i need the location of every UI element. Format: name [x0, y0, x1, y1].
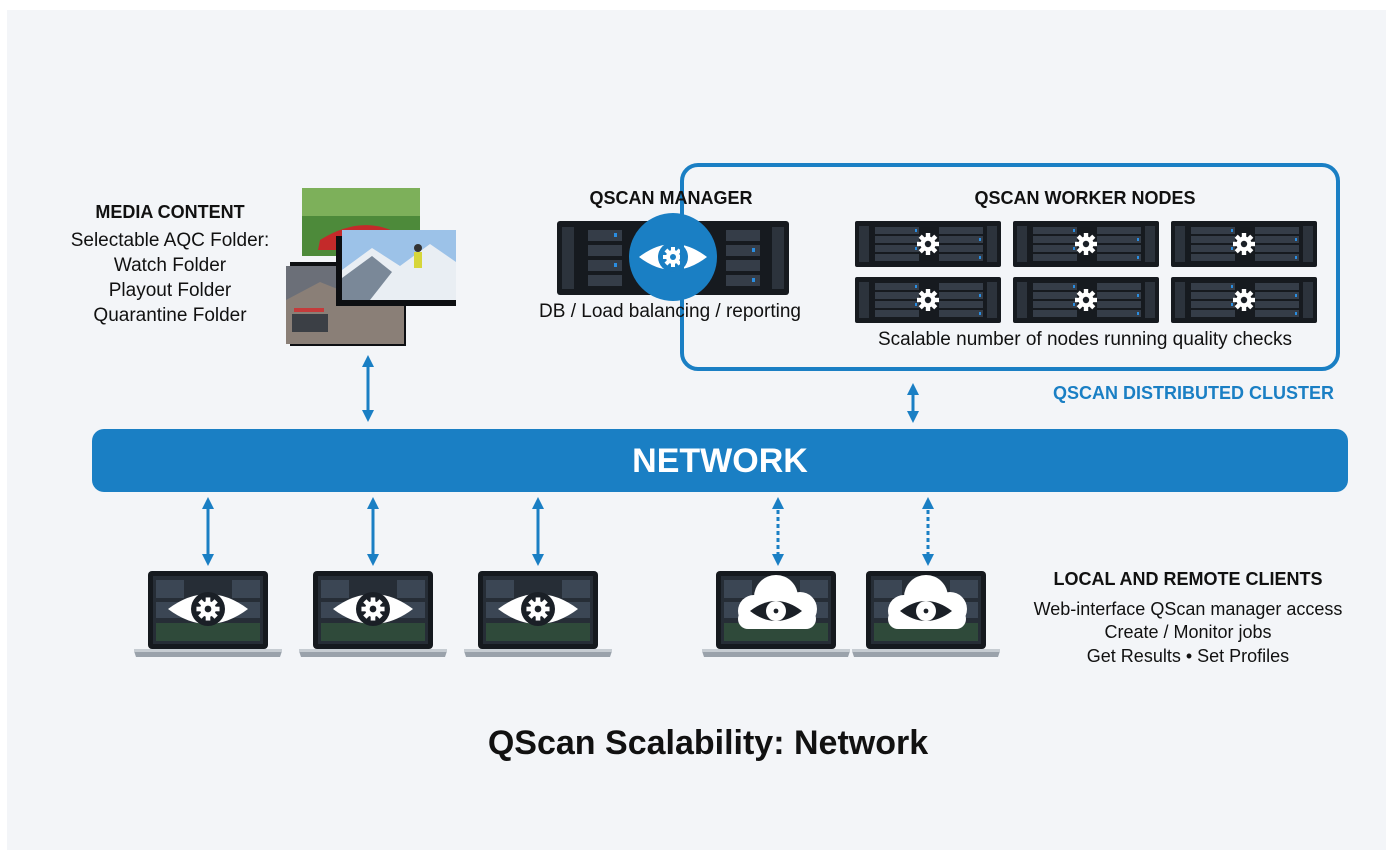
cluster-label: QSCAN DISTRIBUTED CLUSTER [1052, 383, 1334, 403]
media-line: Quarantine Folder [93, 305, 247, 326]
clients-line: Get Results • Set Profiles [1086, 645, 1290, 666]
media-content-block: MEDIA CONTENT Selectable AQC Folder: Wat… [50, 200, 290, 328]
media-line: Watch Folder [113, 255, 227, 276]
workers-title: QSCAN WORKER NODES [974, 188, 1196, 208]
media-line: Playout Folder [108, 280, 232, 301]
network-label: NETWORK [632, 442, 808, 480]
media-photos [286, 188, 456, 346]
manager-description: DB / Load balancing / reporting [539, 301, 801, 322]
page-title: QScan Scalability: Network [487, 724, 929, 762]
network-bar [92, 429, 1348, 492]
clients-title: LOCAL AND REMOTE CLIENTS [1053, 569, 1323, 589]
clients-block: LOCAL AND REMOTE CLIENTS Web-interface Q… [1010, 568, 1366, 668]
connection-arrows [202, 355, 934, 566]
workers-description: Scalable number of nodes running quality… [877, 329, 1293, 350]
clients-line: Web-interface QScan manager access [1033, 598, 1343, 619]
cloud-eye-gear-icon [738, 575, 967, 629]
clients-line: Create / Monitor jobs [1104, 622, 1272, 642]
media-line: Selectable AQC Folder: [70, 230, 270, 251]
cluster-border [680, 163, 1340, 371]
manager-title: QSCAN MANAGER [589, 188, 753, 208]
media-title: MEDIA CONTENT [95, 202, 245, 222]
